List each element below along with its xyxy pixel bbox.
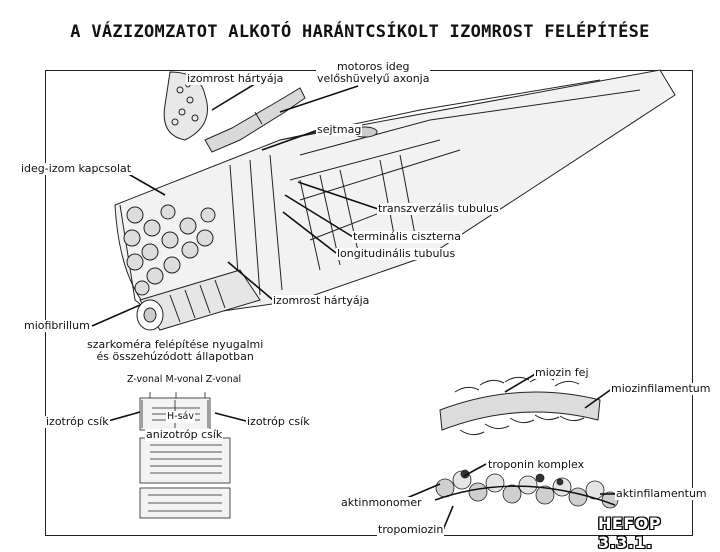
label-izotrop-csik-right: izotróp csík [246, 415, 311, 428]
nerve-terminal-drawing [163, 71, 306, 153]
page-title: A VÁZIZOMZATOT ALKOTÓ HARÁNTCSÍKOLT IZOM… [70, 22, 650, 42]
label-anizotrop-csik: anizotróp csík [145, 428, 224, 441]
leader-lines [91, 81, 615, 531]
label-ideg-izom-kapcsolat: ideg-izom kapcsolat [20, 162, 133, 175]
label-sejtmag: sejtmag [316, 123, 363, 136]
label-miozinfilamentum: miozinfilamentum [610, 382, 712, 395]
label-miofibrillum: miofibrillum [23, 319, 91, 332]
label-izomrost-hartyaja-mid: izomrost hártyája [272, 294, 371, 307]
myosin-filament-drawing [439, 376, 601, 436]
label-terminalis-ciszterna: terminális ciszterna [352, 230, 462, 243]
label-aktinmonomer: aktinmonomer [340, 496, 423, 509]
label-aktinfilamentum: aktinfilamentum [615, 487, 708, 500]
label-izotrop-csik-left: izotróp csík [45, 415, 110, 428]
label-z-m-z-vonal: Z-vonal M-vonal Z-vonal [126, 374, 243, 386]
label-miozin-fej: miozin fej [534, 366, 590, 379]
sarcomere-drawing [139, 392, 231, 519]
label-izomrost-hartyaja-top: izomrost hártyája [186, 72, 285, 85]
footer-hefop-label: HEFOP 3.3.1. [598, 514, 662, 552]
label-troponin-komplex: troponin komplex [487, 458, 586, 471]
label-tropomiozin: tropomiozin [377, 523, 445, 536]
label-transzverzalis-tubulus: transzverzális tubulus [377, 202, 500, 215]
label-szarkomera: szarkoméra felépítése nyugalmi és összeh… [86, 338, 265, 363]
myofibril-drawing [136, 269, 261, 331]
label-h-sav: H-sáv [166, 411, 195, 423]
label-longitudinalis-tubulus: longitudinális tubulus [336, 247, 457, 260]
actin-filament-drawing [434, 469, 619, 509]
label-motoros-ideg: motoros ideg velőshüvelyű axonja [316, 60, 431, 85]
